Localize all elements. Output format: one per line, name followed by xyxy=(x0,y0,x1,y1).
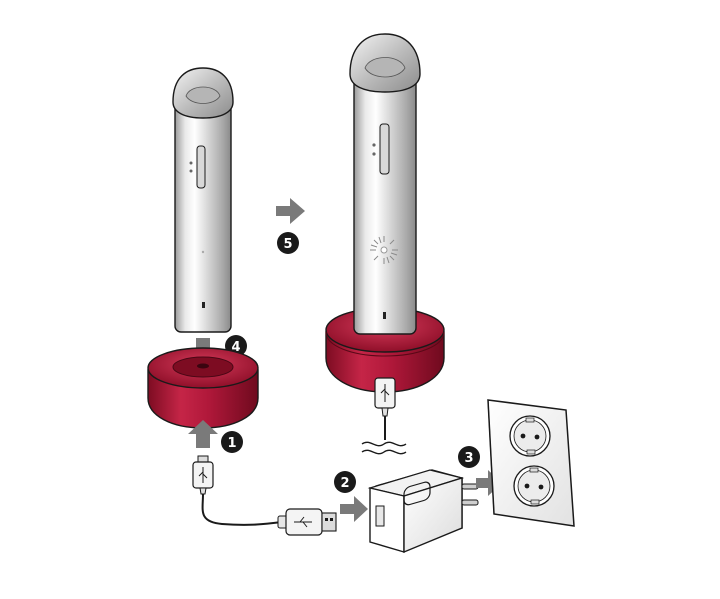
socket-outlet-bottom xyxy=(513,465,555,507)
device-cap-tip xyxy=(364,57,406,78)
step-number: 4 xyxy=(231,340,240,355)
cable-break-mark xyxy=(361,449,407,455)
cable-break-mark xyxy=(361,441,407,447)
step-number: 2 xyxy=(340,476,349,491)
result-arrow-icon xyxy=(276,198,305,224)
step-badge-1: 1 xyxy=(221,431,243,453)
adapter-usb-port xyxy=(375,505,385,527)
device-cap-tip xyxy=(185,86,221,104)
usb-a-plug xyxy=(277,508,337,536)
indicator-dot xyxy=(372,143,376,147)
device-port-slot xyxy=(383,312,386,319)
usb-symbol-icon xyxy=(380,384,390,402)
usb-symbol-icon xyxy=(294,516,312,528)
indicator-dot xyxy=(189,169,193,173)
base-connector xyxy=(197,363,209,369)
adapter-into-socket-arrow-icon xyxy=(476,470,502,496)
power-slider xyxy=(379,123,390,175)
usb-into-base-arrow-icon xyxy=(188,420,218,448)
device-right-charging xyxy=(349,33,421,335)
device-left xyxy=(172,67,234,333)
adapter-face xyxy=(369,487,405,553)
adapter-prong xyxy=(461,483,479,490)
indicator-dot xyxy=(189,161,193,165)
power-slider xyxy=(196,145,206,189)
power-adapter-icon xyxy=(367,469,479,554)
step-badge-2: 2 xyxy=(334,471,356,493)
charging-base-left xyxy=(147,347,259,429)
light-dot xyxy=(201,250,205,254)
indicator-dot xyxy=(372,152,376,156)
power-socket-icon xyxy=(487,399,575,527)
charging-light-icon xyxy=(370,236,398,264)
adapter-prong xyxy=(461,499,479,506)
step-number: 5 xyxy=(283,237,292,252)
device-body xyxy=(174,99,232,333)
device-port-slot xyxy=(202,302,205,308)
device-body xyxy=(353,71,417,335)
base-front-lip xyxy=(325,331,445,357)
usb-cable xyxy=(201,493,283,526)
socket-outlet-top xyxy=(509,415,551,457)
adapter-logo xyxy=(403,481,431,506)
usb-symbol-icon xyxy=(198,467,208,483)
step-badge-3: 3 xyxy=(458,446,480,468)
usb-into-adapter-arrow-icon xyxy=(340,496,368,522)
micro-usb-plug-right xyxy=(361,377,407,455)
step-number: 3 xyxy=(464,451,473,466)
step-number: 1 xyxy=(227,436,236,451)
micro-usb-plug xyxy=(192,455,214,495)
step-badge-5: 5 xyxy=(277,232,299,254)
